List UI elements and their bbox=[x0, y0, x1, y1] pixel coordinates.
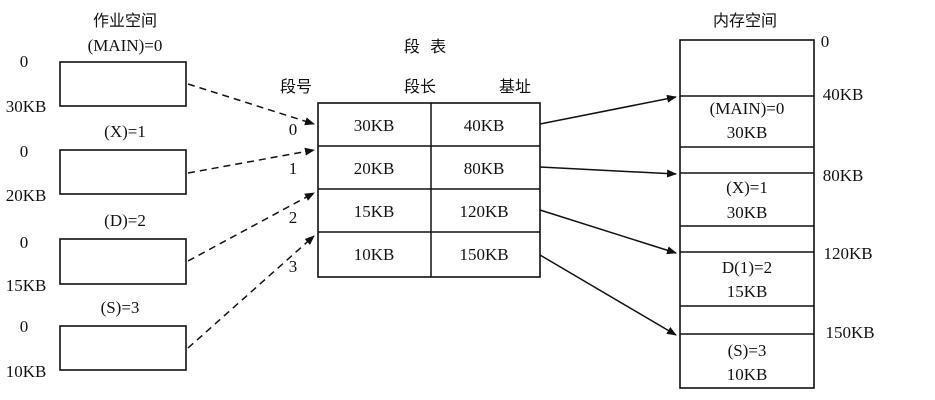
row-number-0: 0 bbox=[289, 120, 298, 139]
memory-block-size-x: 30KB bbox=[727, 203, 768, 222]
row-number-1: 1 bbox=[289, 159, 298, 178]
dashed-arrow-segment-1 bbox=[187, 147, 315, 174]
memory-block-name-s: (S)=3 bbox=[728, 341, 767, 360]
memory-block-size-d: 15KB bbox=[727, 282, 768, 301]
segment-end-main: 30KB bbox=[6, 97, 47, 116]
dashed-arrow-segment-3 bbox=[187, 235, 315, 349]
memory-block-name-main: (MAIN)=0 bbox=[710, 99, 785, 118]
header-base-address: 基址 bbox=[499, 77, 531, 96]
segment-table-frame bbox=[317, 102, 541, 278]
memory-address-80kb: 80KB bbox=[823, 166, 864, 185]
solid-arrow-base-2 bbox=[539, 209, 677, 255]
segment-table-title: 段 表 bbox=[404, 37, 446, 56]
solid-arrow-base-1 bbox=[539, 166, 677, 178]
header-segment-length: 段长 bbox=[404, 77, 436, 96]
row-length-2: 15KB bbox=[354, 202, 395, 221]
row-length-0: 30KB bbox=[354, 116, 395, 135]
work-segment-main bbox=[59, 61, 187, 107]
segment-name-d: (D)=2 bbox=[104, 211, 146, 230]
row-number-3: 3 bbox=[289, 257, 298, 276]
segment-name-x: (X)=1 bbox=[104, 122, 146, 141]
memory-block-name-x: (X)=1 bbox=[726, 178, 768, 197]
segment-end-d: 15KB bbox=[6, 276, 47, 295]
memory-block-size-main: 30KB bbox=[727, 123, 768, 142]
memory-address-150kb: 150KB bbox=[825, 323, 874, 342]
segment-end-x: 20KB bbox=[6, 186, 47, 205]
row-base-1: 80KB bbox=[464, 159, 505, 178]
segment-name-s: (S)=3 bbox=[101, 298, 140, 317]
row-length-3: 10KB bbox=[354, 245, 395, 264]
memory-block-size-s: 10KB bbox=[727, 365, 768, 384]
segment-start-d: 0 bbox=[20, 233, 29, 252]
solid-arrow-base-3 bbox=[539, 254, 677, 336]
work-space-title: 作业空间 bbox=[93, 11, 157, 30]
segment-start-s: 0 bbox=[20, 317, 29, 336]
solid-arrow-base-0 bbox=[539, 94, 677, 125]
row-length-1: 20KB bbox=[354, 159, 395, 178]
segment-end-s: 10KB bbox=[6, 362, 47, 381]
dashed-arrow-segment-2 bbox=[187, 192, 315, 262]
work-segment-d bbox=[59, 238, 187, 285]
segment-name-main: (MAIN)=0 bbox=[88, 36, 163, 55]
row-base-0: 40KB bbox=[464, 116, 505, 135]
memory-title: 内存空间 bbox=[713, 11, 777, 30]
memory-block-name-d: D(1)=2 bbox=[722, 258, 772, 277]
row-base-3: 150KB bbox=[459, 245, 508, 264]
memory-address-40kb: 40KB bbox=[823, 85, 864, 104]
segment-start-x: 0 bbox=[20, 142, 29, 161]
dashed-arrow-segment-0 bbox=[187, 83, 315, 126]
memory-address-120kb: 120KB bbox=[823, 244, 872, 263]
work-segment-s bbox=[59, 325, 187, 371]
memory-address-0: 0 bbox=[821, 32, 830, 51]
segment-start-main: 0 bbox=[20, 52, 29, 71]
row-number-2: 2 bbox=[289, 208, 298, 227]
row-base-2: 120KB bbox=[459, 202, 508, 221]
memory-frame bbox=[679, 39, 815, 389]
work-segment-x bbox=[59, 149, 187, 195]
header-segment-number: 段号 bbox=[280, 77, 312, 96]
